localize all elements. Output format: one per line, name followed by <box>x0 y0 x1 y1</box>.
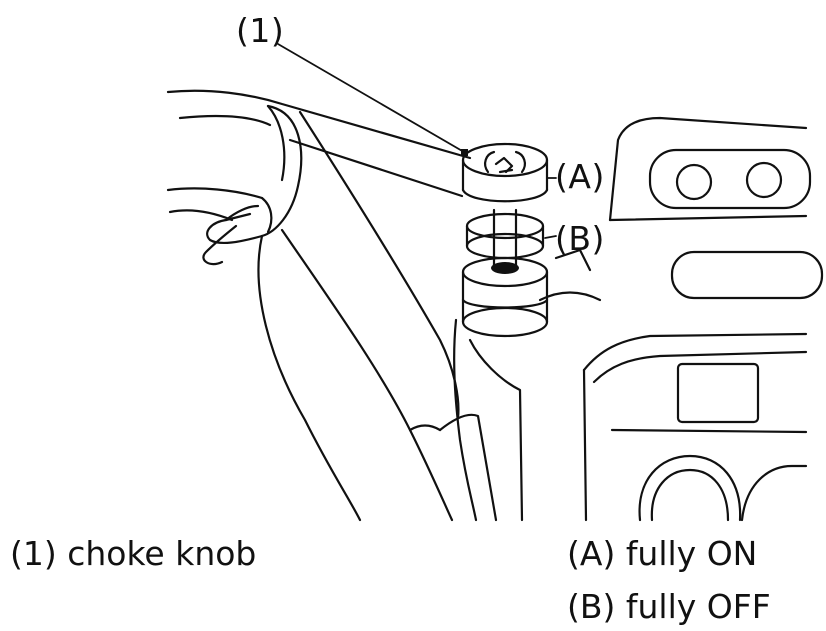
steering-wheel-rim <box>166 89 472 160</box>
legend-fully-off: (B) fully OFF <box>567 587 771 626</box>
driver-hand <box>166 104 303 266</box>
choke-knob <box>461 142 549 338</box>
legend-fully-on: (A) fully ON <box>567 534 758 573</box>
switch-panel <box>676 362 760 424</box>
dashboard-panel <box>453 248 602 522</box>
leader-line-1 <box>277 43 465 153</box>
vent-dial-right <box>745 161 783 199</box>
instrument-console <box>582 116 824 522</box>
vent-dial-left <box>675 163 713 201</box>
steering-column <box>257 110 498 522</box>
callout-position-b: (B) <box>555 219 605 258</box>
leader-line-b <box>544 235 557 239</box>
callout-position-a: (A) <box>555 157 605 196</box>
callout-part-1: (1) <box>236 11 285 50</box>
legend-choke-knob: (1) choke knob <box>10 534 257 573</box>
